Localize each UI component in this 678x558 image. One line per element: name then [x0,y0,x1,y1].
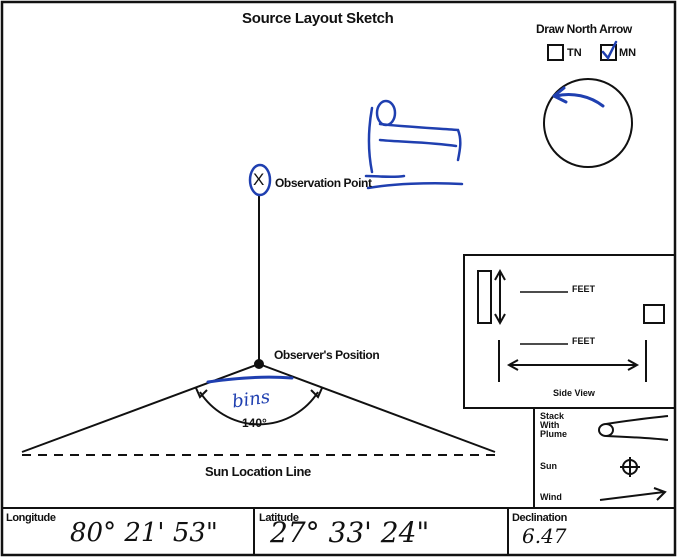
tn-checkbox[interactable] [547,44,564,61]
north-arrow-title: Draw North Arrow [536,22,632,36]
observers-position-label: Observer's Position [274,348,380,362]
sheet-title: Source Layout Sketch [242,10,394,27]
side-view-feet-label-top: FEET [572,284,596,294]
angle-arc [199,391,319,426]
side-view-observer-box [643,304,665,324]
observer-figure-drawing [364,99,462,179]
longitude-label: Longitude [6,512,56,524]
mn-label: MN [619,47,637,59]
latitude-label: Latitude [259,512,299,524]
mn-checkbox[interactable] [600,44,617,61]
mn-checkmark [601,40,618,61]
side-view-stack [477,270,492,324]
declination-value: 6.47 [522,524,567,548]
observer-blue-underline [206,375,294,384]
north-arrow-circle [543,78,633,168]
wind-arrow-icon [599,487,667,501]
tn-label: TN [567,47,582,59]
observation-point-label: Observation Point [275,176,372,190]
legend-sun-label: Sun [540,461,557,471]
north-arrow-drawn [554,92,605,108]
observation-point-marker: X [253,170,265,189]
side-view-caption: Side View [553,388,595,398]
angle-arrow-right [310,387,323,399]
north-arrow-head [552,86,568,104]
legend-wind-label: Wind [540,492,562,502]
observation-point-circle [248,163,272,197]
sight-line-left [21,363,260,453]
legend-stack-label: Stack With Plume [540,411,568,439]
sun-icon [620,457,640,477]
side-view-feet-label-bottom: FEET [572,336,596,346]
legend-box [533,407,676,509]
side-view-distance-arrow-left [506,359,519,371]
side-view-distance-arrow-right [627,359,640,371]
longitude-value: 80° 21' 53" [70,518,218,548]
sun-location-line-label: Sun Location Line [205,464,311,479]
angle-label: 140° [242,416,267,430]
latitude-value: 27° 33' 24" [270,516,430,549]
side-view-height-arrow-top [494,268,506,281]
side-view-height-arrow-bottom [494,313,506,326]
declination-label: Declination [512,512,567,524]
sight-line-right [258,363,496,453]
observation-label-underline [366,181,464,190]
stack-plume-icon [598,415,669,441]
angle-arrow-left [195,387,208,399]
